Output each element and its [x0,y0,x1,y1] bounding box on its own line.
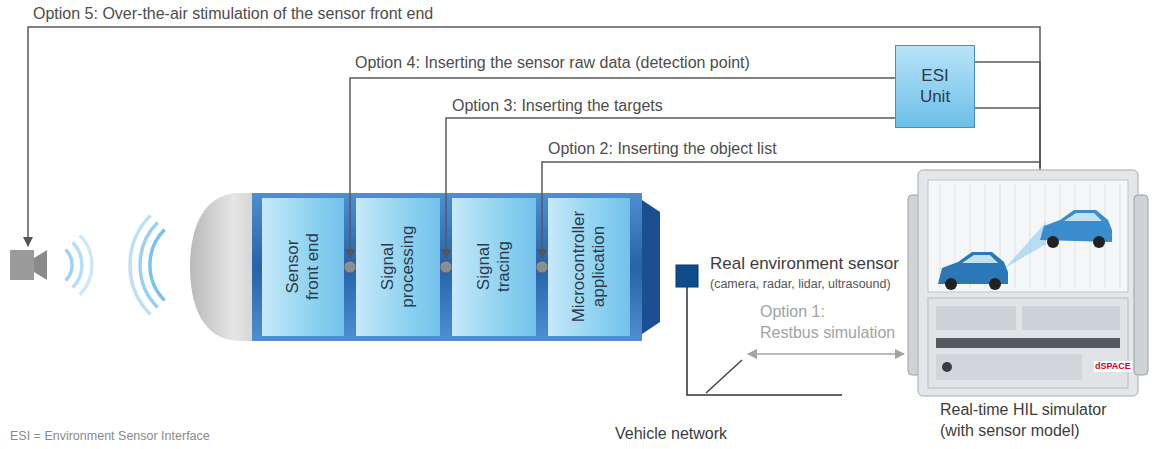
simulator-module [1022,306,1120,330]
sensor-end [642,200,660,334]
stage-label: Signal tracing [474,221,513,313]
signal-connector [975,108,1040,168]
unit-label: ESI Unit [912,66,958,107]
restbus-arrow [748,353,904,355]
network-label: Vehicle network [615,424,727,444]
option-label: Option 5: Over-the-air stimulation of th… [33,4,433,24]
network-switch [706,360,742,393]
car-wheel [1047,236,1059,248]
stage-label: Sensor front end [283,226,322,308]
sensor-stage: Signal processing [356,198,440,336]
sensor-beam [1005,222,1046,268]
component-note: (camera, radar, lidar, ultrasound) [710,277,891,293]
simulator-front [928,298,1128,388]
wave [140,223,158,308]
option-label: Option 4: Inserting the sensor raw data … [355,53,750,73]
hil-simulator: Real-time HIL simulator (with sensor mod… [905,168,1150,446]
camera-body [10,250,34,280]
sensor-cap [190,193,262,341]
simulator-module [936,306,1016,330]
wave [80,235,92,294]
injection-point [344,261,356,273]
sensor-housing [252,193,642,341]
injection-point [536,261,548,273]
sensor-connector [676,265,698,287]
wave [130,216,151,315]
simulator-housing [918,170,1138,396]
simulator-strip [936,338,1120,348]
stage-label: Signal processing [378,217,417,317]
power-button [942,362,952,372]
footnote: ESI = Environment Sensor Interface [10,429,210,445]
injection-point [440,261,452,273]
sensor-stage: Signal tracing [452,198,536,336]
car-window [962,255,998,263]
wave [66,249,72,280]
simulator-module [936,354,1082,380]
option-label: Option 1: Restbus simulation [760,302,910,344]
stage-label: Microcontroller application [569,202,608,332]
option-label: Option 3: Inserting the targets [452,96,663,116]
simulator-label: Real-time HIL simulator (with sensor mod… [940,400,1130,442]
car-wheel [989,278,1001,290]
car-window [1064,213,1102,221]
simulator-panel [928,180,1128,292]
wrap-spacer [840,302,910,318]
rack-handle [1134,195,1148,375]
car-wheel [945,278,957,290]
component-label: Real environment sensor [710,253,899,274]
signal-connector [975,62,1040,168]
interface-unit-box: ESI Unit [895,45,975,128]
wave [150,230,165,301]
car-wheel [1093,236,1105,248]
wave [73,242,82,287]
sensor-stage: Microcontroller application [548,198,630,336]
camera-lens [34,250,47,280]
option-label: Option 2: Inserting the object list [548,139,777,159]
sensor-stage: Sensor front end [262,198,344,336]
brand-logo: dSPACE [1094,361,1132,372]
